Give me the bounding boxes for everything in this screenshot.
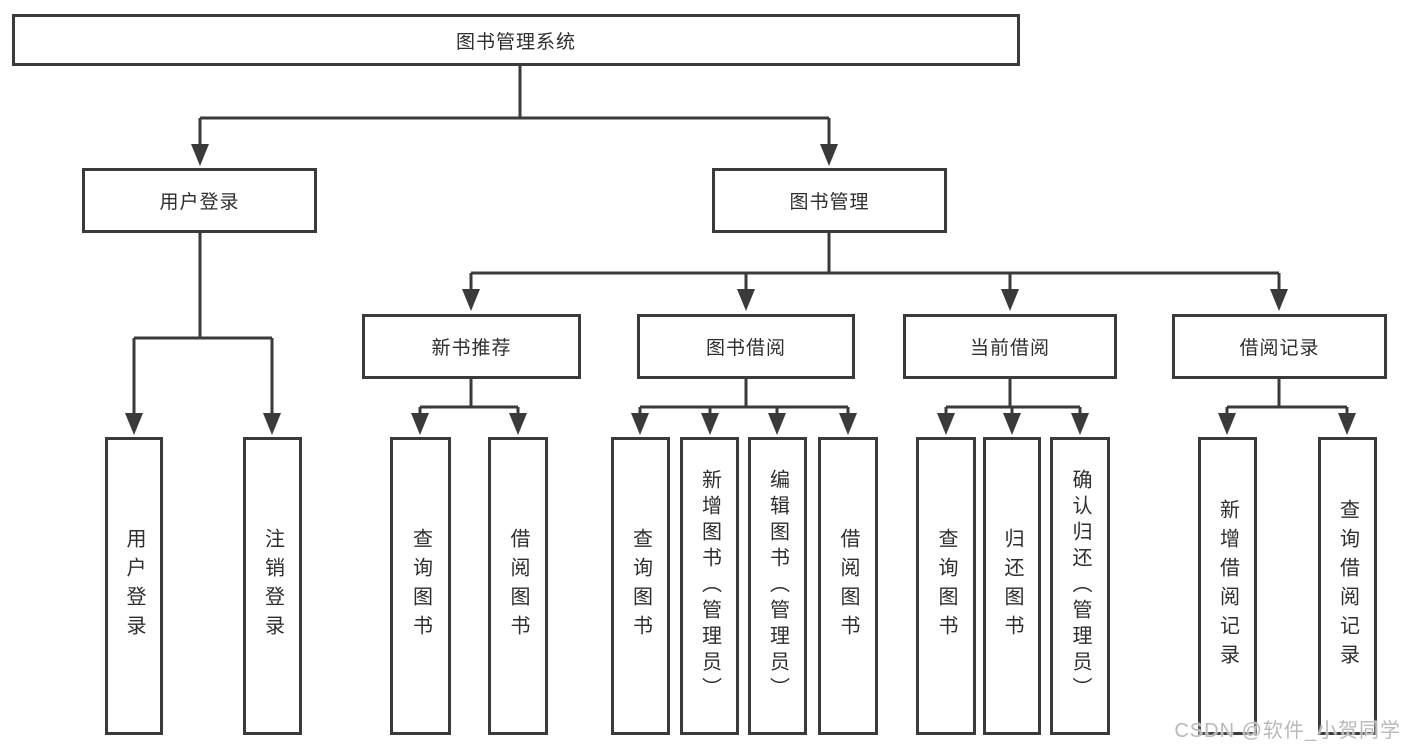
node-root-label: 图书管理系统	[455, 31, 576, 53]
leaf-cb-confirm: 确认归还（管理员）	[1050, 437, 1110, 735]
leaf-cb-confirm-label: 确认归还（管理员）	[1069, 469, 1091, 703]
leaf-bb-query-label: 查询图书	[629, 528, 652, 644]
connector-current-borrow-children	[937, 379, 1089, 435]
connector-user-login-children	[125, 233, 281, 435]
node-root: 图书管理系统	[12, 14, 1020, 66]
node-book-borrow-label: 图书借阅	[705, 338, 786, 359]
node-new-book-rec-label: 新书推荐	[431, 338, 512, 359]
connector-borrow-record-children	[1218, 379, 1356, 435]
leaf-bb-add: 新增图书（管理员）	[680, 437, 739, 735]
leaf-cb-return-label: 归还图书	[1001, 528, 1023, 644]
node-user-login: 用户登录	[82, 168, 317, 233]
leaf-br-add-label: 新增借阅记录	[1216, 499, 1239, 673]
leaf-logout-label: 注销登录	[261, 528, 284, 644]
leaf-nb-query: 查询图书	[390, 437, 451, 735]
leaf-cb-query: 查询图书	[916, 437, 976, 735]
connector-root-children	[191, 66, 838, 166]
connector-book-mgmt-children	[462, 233, 1288, 311]
csdn-watermark: CSDN @软件_小贺同学	[1174, 720, 1401, 742]
node-user-login-label: 用户登录	[159, 192, 240, 213]
leaf-br-query: 查询借阅记录	[1318, 437, 1377, 735]
node-borrow-record: 借阅记录	[1172, 314, 1387, 379]
leaf-user-login-label: 用户登录	[123, 528, 145, 644]
leaf-cb-query-label: 查询图书	[935, 528, 957, 644]
connector-new-book-rec-children	[411, 379, 527, 435]
leaf-logout: 注销登录	[243, 437, 302, 735]
leaf-bb-borrow: 借阅图书	[818, 437, 878, 735]
leaf-nb-query-label: 查询图书	[409, 528, 432, 644]
node-current-borrow-label: 当前借阅	[969, 338, 1050, 359]
leaf-bb-borrow-label: 借阅图书	[837, 528, 859, 644]
leaf-nb-borrow: 借阅图书	[488, 437, 548, 735]
leaf-user-login: 用户登录	[105, 437, 163, 735]
leaf-bb-edit-label: 编辑图书（管理员）	[766, 469, 789, 703]
leaf-br-add: 新增借阅记录	[1198, 437, 1257, 735]
node-new-book-rec: 新书推荐	[362, 314, 581, 379]
leaf-bb-add-label: 新增图书（管理员）	[698, 469, 721, 703]
node-book-borrow: 图书借阅	[637, 314, 855, 379]
leaf-bb-edit: 编辑图书（管理员）	[748, 437, 807, 735]
node-current-borrow: 当前借阅	[903, 314, 1117, 379]
leaf-nb-borrow-label: 借阅图书	[507, 528, 529, 644]
node-borrow-record-label: 借阅记录	[1239, 338, 1320, 359]
connector-book-borrow-children	[631, 379, 857, 435]
node-book-mgmt-label: 图书管理	[789, 192, 870, 213]
leaf-br-query-label: 查询借阅记录	[1336, 499, 1359, 673]
node-book-mgmt: 图书管理	[712, 168, 947, 233]
leaf-cb-return: 归还图书	[983, 437, 1041, 735]
leaf-bb-query: 查询图书	[611, 437, 670, 735]
